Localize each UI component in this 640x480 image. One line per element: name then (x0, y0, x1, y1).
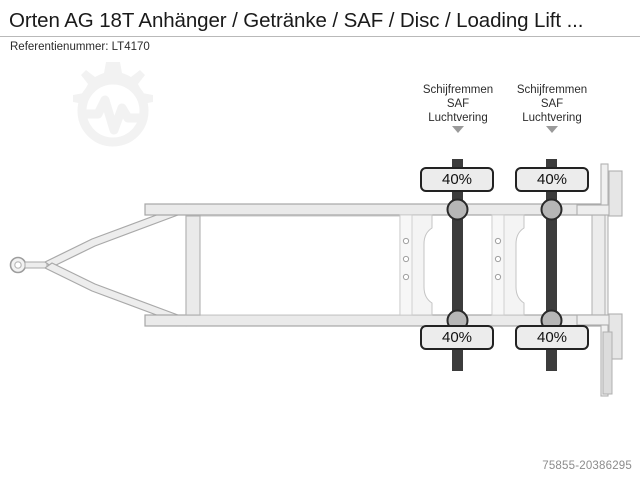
trailer-top-view-svg (9, 159, 623, 397)
down-triangle-icon (452, 126, 464, 133)
page-title: Orten AG 18T Anhänger / Getränke / SAF /… (9, 9, 584, 32)
axle-1-annotation-line-2: SAF (446, 98, 470, 110)
header: Orten AG 18T Anhänger / Getränke / SAF /… (0, 0, 640, 56)
axle-1-annotation-line-3: Luchtvering (428, 112, 488, 124)
suspension-brackets (399, 214, 525, 316)
header-divider (0, 36, 640, 37)
axle-2-annotation-line-2: SAF (540, 98, 564, 110)
deck-body (185, 215, 401, 316)
axle-2-annotation-line-1: Schijfremmen (516, 84, 588, 96)
axle-1-annotation-line-1: Schijfremmen (422, 84, 494, 96)
tyre-percent-axle-1-left: 40% (420, 167, 494, 192)
tyre-percent-axle-2-right: 40% (515, 325, 589, 350)
trailer-diagram: Schijfremmen SAF Luchtvering Schijfremme… (0, 56, 640, 446)
tyre-percent-axle-1-right: 40% (420, 325, 494, 350)
axle-1-annotation: Schijfremmen SAF Luchtvering (410, 83, 506, 133)
axle-2-annotation: Schijfremmen SAF Luchtvering (504, 83, 600, 133)
photo-id: 75855-20386295 (542, 460, 632, 472)
axle-2-annotation-line-3: Luchtvering (522, 112, 582, 124)
tyre-percent-axle-2-left: 40% (515, 167, 589, 192)
drawbar-assembly (9, 203, 187, 327)
reference-number: Referentienummer: LT4170 (10, 41, 150, 53)
rear-loading-lift-structure (576, 163, 623, 397)
down-triangle-icon (546, 126, 558, 133)
